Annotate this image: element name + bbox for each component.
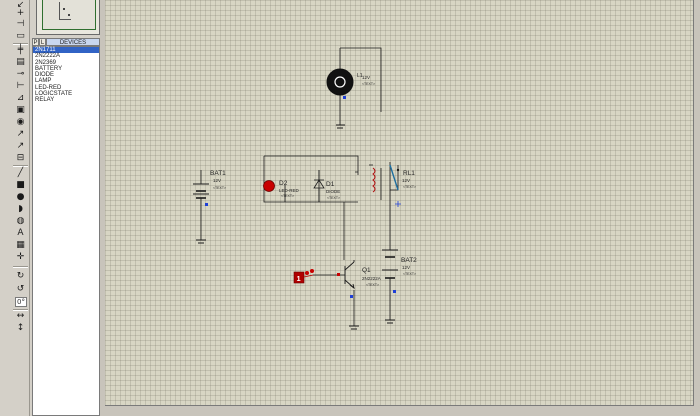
toolbar-separator bbox=[13, 43, 28, 45]
lamp-symbol[interactable] bbox=[326, 48, 354, 99]
tab-pick-devices[interactable]: P bbox=[32, 38, 39, 46]
bus-icon[interactable]: ╪ bbox=[17, 45, 24, 55]
wire-coil-leads[interactable] bbox=[355, 164, 373, 173]
battery1-ref-label: BAT1 bbox=[210, 170, 226, 177]
device-item[interactable]: 2N2222A bbox=[35, 53, 61, 60]
device-panel: P L DEVICES 2N1711 2N2222A 2N2369 BATTER… bbox=[30, 0, 100, 416]
overview-window[interactable] bbox=[36, 0, 100, 35]
marker-icon[interactable]: ✛ bbox=[16, 252, 25, 262]
rotation-field[interactable]: 0° bbox=[15, 297, 27, 307]
battery2-ref-label: BAT2 bbox=[401, 257, 417, 264]
led-ref-label: D2 bbox=[279, 180, 288, 187]
device-item[interactable]: BATTERY bbox=[35, 65, 63, 72]
overview-thumbnail bbox=[59, 2, 71, 20]
ground-lamp bbox=[336, 124, 345, 129]
device-list[interactable]: 2N1711 2N2222A 2N2369 BATTERY DIODE LAMP… bbox=[32, 46, 100, 416]
tab-library[interactable]: L bbox=[39, 38, 46, 46]
toolbar-separator bbox=[13, 165, 28, 167]
diode-symbol[interactable] bbox=[313, 170, 325, 202]
diode-ref-label: D1 bbox=[326, 181, 335, 188]
relay-ref-label: RL1 bbox=[403, 170, 415, 177]
editing-window[interactable]: L1 12V <TEXT> BAT1 12V <TEXT> D2 LED-RED… bbox=[100, 0, 700, 416]
overview-dot bbox=[68, 14, 70, 16]
device-item[interactable]: LAMP bbox=[35, 78, 52, 85]
device-item[interactable]: LOGICSTATE bbox=[35, 91, 73, 98]
battery2-text-label: <TEXT> bbox=[403, 272, 416, 276]
battery2-symbol[interactable] bbox=[382, 249, 398, 293]
flip-horizontal-icon[interactable]: ↔ bbox=[16, 311, 25, 321]
terminal-icon[interactable]: ⊸ bbox=[16, 69, 25, 79]
text-icon[interactable]: A bbox=[17, 228, 24, 238]
text-script-icon[interactable]: ▭ bbox=[16, 31, 25, 41]
line-icon[interactable]: ╱ bbox=[17, 168, 24, 178]
tab-devices[interactable]: DEVICES bbox=[46, 38, 100, 46]
overview-sheet-frame bbox=[42, 0, 96, 30]
device-item[interactable]: DIODE bbox=[35, 72, 55, 79]
schematic-sheet[interactable]: L1 12V <TEXT> BAT1 12V <TEXT> D2 LED-RED… bbox=[105, 0, 694, 406]
rotate-cw-icon[interactable]: ↻ bbox=[16, 271, 25, 281]
transistor-symbol[interactable] bbox=[337, 260, 355, 298]
wire-bottom-rail[interactable] bbox=[263, 156, 358, 203]
battery1-value-label: 12V bbox=[213, 178, 221, 183]
transistor-ref-label: Q1 bbox=[362, 267, 371, 274]
diode-text-label: <TEXT> bbox=[327, 196, 340, 200]
device-panel-tabs: P L DEVICES bbox=[32, 38, 100, 46]
device-item[interactable]: LED-RED bbox=[35, 84, 62, 91]
junction-icon[interactable]: + bbox=[16, 8, 25, 18]
transistor-value-label: 2N2222A bbox=[362, 276, 381, 281]
relay-text-label: <TEXT> bbox=[403, 185, 416, 189]
schematic-canvas[interactable]: L1 12V <TEXT> BAT1 12V <TEXT> D2 LED-RED… bbox=[105, 0, 694, 406]
net-label-icon[interactable]: ⊣ bbox=[16, 19, 25, 29]
lamp-text-label: <TEXT> bbox=[362, 82, 375, 86]
circle-icon[interactable]: ● bbox=[16, 192, 25, 202]
battery1-symbol[interactable] bbox=[193, 183, 209, 206]
battery2-value-label: 12V bbox=[402, 265, 410, 270]
device-item[interactable]: 2N1711 bbox=[33, 47, 99, 54]
transistor-text-label: <TEXT> bbox=[366, 283, 379, 287]
virtual-instrument-icon[interactable]: ⊟ bbox=[16, 153, 25, 163]
relay-value-label: 12V bbox=[402, 178, 410, 183]
battery1-text-label: <TEXT> bbox=[213, 186, 226, 190]
generator-icon[interactable]: ◉ bbox=[16, 117, 25, 127]
lamp-ref-label: L1 bbox=[357, 73, 363, 79]
logicstate-value: 1 bbox=[297, 274, 301, 283]
graph-icon[interactable]: ⊿ bbox=[16, 93, 25, 103]
probe-icon[interactable]: ↙ bbox=[16, 0, 25, 10]
led-value-label: LED-RED bbox=[279, 188, 300, 193]
wire-lamp-to-relay[interactable] bbox=[340, 47, 382, 112]
device-item[interactable]: RELAY bbox=[35, 97, 55, 104]
box-icon[interactable]: ■ bbox=[16, 180, 25, 190]
tape-recorder-icon[interactable]: ▣ bbox=[16, 105, 25, 115]
led-symbol[interactable] bbox=[263, 180, 275, 192]
toolbar-separator bbox=[13, 309, 28, 311]
toolbar-separator bbox=[13, 266, 28, 268]
path-icon[interactable]: ◍ bbox=[16, 216, 25, 226]
relay-symbol[interactable] bbox=[372, 164, 401, 207]
lamp-value-label: 12V bbox=[362, 75, 370, 80]
arc-icon[interactable]: ◗ bbox=[18, 204, 23, 214]
flip-vertical-icon[interactable]: ↕ bbox=[16, 323, 25, 333]
ground-q1 bbox=[349, 325, 359, 330]
sub-circuit-icon[interactable]: ▤ bbox=[16, 57, 25, 67]
current-probe-icon[interactable]: ↗ bbox=[16, 141, 25, 151]
rotate-ccw-icon[interactable]: ↺ bbox=[16, 284, 25, 294]
ground-bat2 bbox=[385, 319, 395, 324]
overview-dot bbox=[63, 8, 65, 10]
wire-top-rail[interactable] bbox=[264, 155, 359, 175]
led-text-label: <TEXT> bbox=[281, 194, 294, 198]
device-item[interactable]: 2N2369 bbox=[35, 59, 57, 66]
pin-icon[interactable]: ⊢ bbox=[16, 81, 25, 91]
diode-value-label: DIODE bbox=[326, 189, 340, 194]
ground-bat1 bbox=[196, 239, 206, 244]
symbol-icon[interactable]: ▦ bbox=[16, 240, 25, 250]
voltage-probe-icon[interactable]: ↗ bbox=[16, 129, 25, 139]
logicstate-symbol[interactable]: 1 bbox=[293, 269, 314, 284]
mode-toolbar: ↙ + ⊣ ▭ ╪ ▤ ⊸ ⊢ ⊿ ▣ ◉ ↗ ↗ ⊟ ╱ ■ ● ◗ ◍ A … bbox=[0, 0, 30, 416]
